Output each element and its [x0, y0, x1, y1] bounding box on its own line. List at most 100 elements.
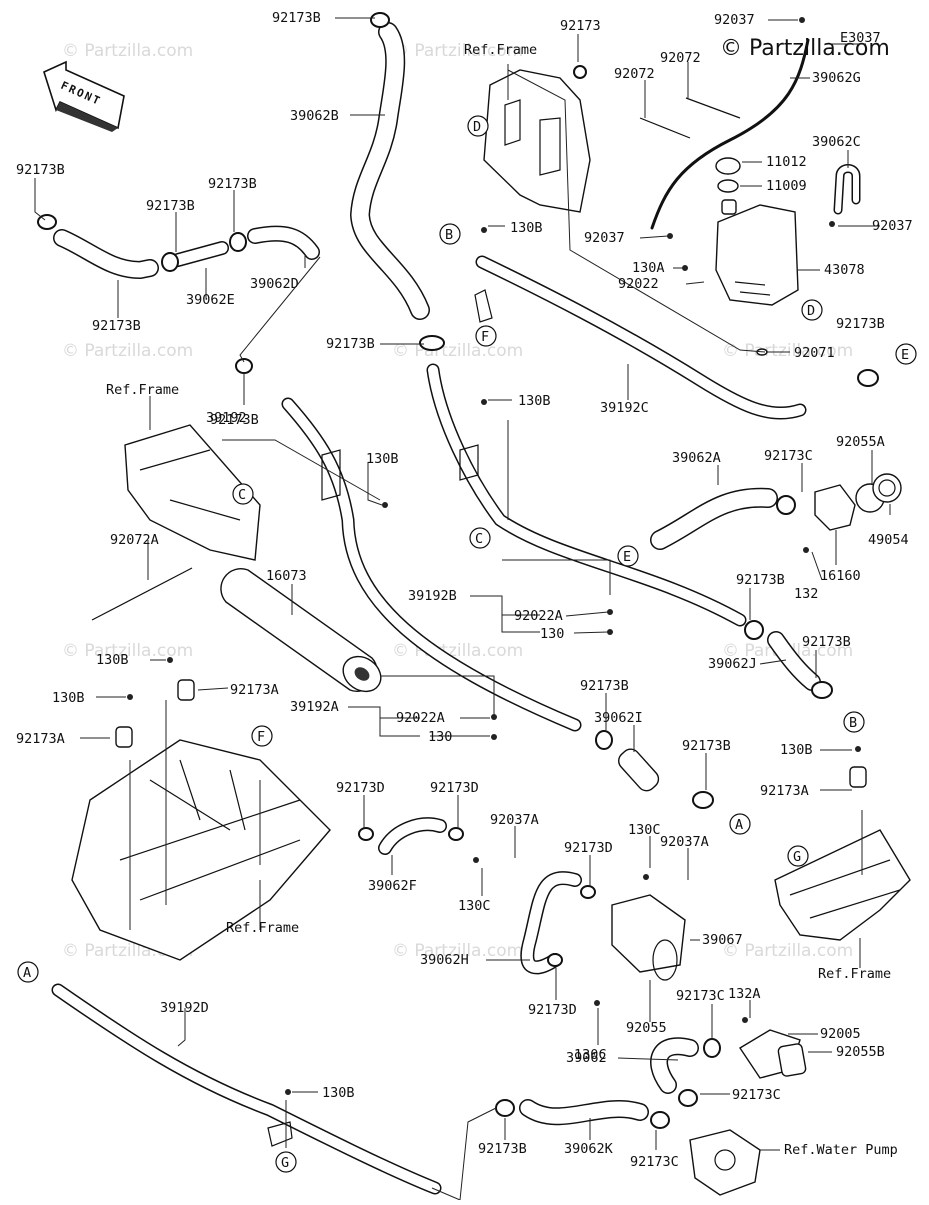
- part-label: 92173B: [682, 738, 731, 754]
- part-label: 39192B: [408, 588, 457, 604]
- callout-d-top: D: [467, 115, 489, 137]
- part-label: 92005: [820, 1026, 861, 1042]
- part-label: 92173: [560, 18, 601, 34]
- watermark: © Partzilla.com: [392, 41, 523, 61]
- part-label: 39062: [566, 1050, 607, 1066]
- part-label: 92173C: [630, 1154, 679, 1170]
- part-label: 92173A: [230, 682, 279, 698]
- svg-text:G: G: [281, 1155, 289, 1171]
- callout-a-mid: A: [729, 813, 751, 835]
- part-label: 92173B: [208, 176, 257, 192]
- callout-f-left: F: [251, 725, 273, 747]
- part-label: 92037A: [660, 834, 709, 850]
- callout-f-top: F: [475, 325, 497, 347]
- part-label: 92173B: [210, 412, 259, 428]
- part-label: 43078: [824, 262, 865, 278]
- part-label: 92055A: [836, 434, 885, 450]
- part-label: 92173D: [336, 780, 385, 796]
- part-label-layer: 92173B 39062B 92173 92037 E3037 92072 92…: [16, 10, 913, 1170]
- leader-layer: [34, 17, 891, 1201]
- watermark: © Partzilla.com: [62, 41, 193, 61]
- ref-frame-top: Ref.Frame: [464, 42, 537, 58]
- part-label: 92173D: [564, 840, 613, 856]
- watermark: © Partzilla.com: [722, 341, 853, 361]
- part-label: 92037A: [490, 812, 539, 828]
- part-label: 39062D: [250, 276, 299, 292]
- svg-text:B: B: [445, 227, 453, 243]
- callout-g-bottom: G: [275, 1151, 297, 1173]
- part-label: 130B: [96, 652, 129, 668]
- callout-d-right: D: [801, 299, 823, 321]
- part-label: 130B: [518, 393, 551, 409]
- part-label: 39062K: [564, 1141, 614, 1157]
- callout-b-top: B: [439, 223, 461, 245]
- ref-frame-bottom-left: Ref.Frame: [226, 920, 299, 936]
- watermark: © Partzilla.com: [62, 341, 193, 361]
- part-label: 92173C: [732, 1087, 781, 1103]
- part-label: 92173B: [92, 318, 141, 334]
- part-label: 39192A: [290, 699, 339, 715]
- svg-text:B: B: [849, 715, 857, 731]
- watermark: © Partzilla.com: [392, 941, 523, 961]
- part-label: 39062B: [290, 108, 339, 124]
- ref-label-layer: Ref.Frame Ref.Frame Ref.Frame Ref.Frame …: [106, 42, 898, 1158]
- callout-g-right: G: [787, 845, 809, 867]
- part-label: 11009: [766, 178, 807, 194]
- callout-e-right: E: [895, 343, 917, 365]
- part-label: 92173B: [326, 336, 375, 352]
- part-label: 39067: [702, 932, 743, 948]
- svg-text:C: C: [238, 487, 246, 503]
- part-label: 39062H: [420, 952, 469, 968]
- part-label: 130B: [52, 690, 85, 706]
- part-label: 39192C: [600, 400, 649, 416]
- part-label: 39062C: [812, 134, 861, 150]
- part-label: 39062F: [368, 878, 417, 894]
- svg-text:C: C: [475, 531, 483, 547]
- part-label: 39062G: [812, 70, 861, 86]
- part-label: 130C: [458, 898, 491, 914]
- ref-frame-right: Ref.Frame: [818, 966, 891, 982]
- watermark: © Partzilla.com: [62, 641, 193, 661]
- part-label: 130: [428, 729, 452, 745]
- part-label: 92173B: [802, 634, 851, 650]
- callout-layer: B D F D E C C E B A F G A G: [17, 115, 917, 1173]
- ref-frame-left: Ref.Frame: [106, 382, 179, 398]
- part-label: 92173D: [430, 780, 479, 796]
- svg-text:G: G: [793, 849, 801, 865]
- part-label: 130C: [628, 822, 661, 838]
- part-label: 49054: [868, 532, 909, 548]
- part-label: 92071: [794, 345, 835, 361]
- part-label: 92173B: [736, 572, 785, 588]
- part-label: 92173B: [16, 162, 65, 178]
- ref-water-pump: Ref.Water Pump: [784, 1142, 898, 1158]
- callout-b-right: B: [843, 711, 865, 733]
- part-label: 130C: [574, 1047, 607, 1063]
- svg-text:A: A: [735, 817, 743, 833]
- part-label: 39062I: [594, 710, 643, 726]
- part-label: 92022A: [514, 608, 563, 624]
- callout-e-mid: E: [617, 545, 639, 567]
- watermark: © Partzilla.com: [392, 641, 523, 661]
- part-label: 92173B: [580, 678, 629, 694]
- part-label: 132: [794, 586, 818, 602]
- part-label: 92072: [660, 50, 701, 66]
- part-label: 39062A: [672, 450, 721, 466]
- part-label: 92173B: [272, 10, 321, 26]
- part-label: 39062J: [708, 656, 757, 672]
- callout-a-left: A: [17, 961, 39, 983]
- part-label: 92072A: [110, 532, 159, 548]
- part-label: 11012: [766, 154, 807, 170]
- component-layer: [37, 12, 911, 1196]
- part-label: 92055: [626, 1020, 667, 1036]
- svg-text:F: F: [257, 729, 265, 745]
- svg-text:E: E: [623, 549, 631, 565]
- part-label: 92173A: [760, 783, 809, 799]
- part-label: 92055B: [836, 1044, 885, 1060]
- part-label: 92173B: [146, 198, 195, 214]
- part-label: 92173B: [836, 316, 885, 332]
- part-label: E3037: [840, 30, 881, 46]
- part-label: 92037: [872, 218, 913, 234]
- callout-c-left: C: [232, 483, 254, 505]
